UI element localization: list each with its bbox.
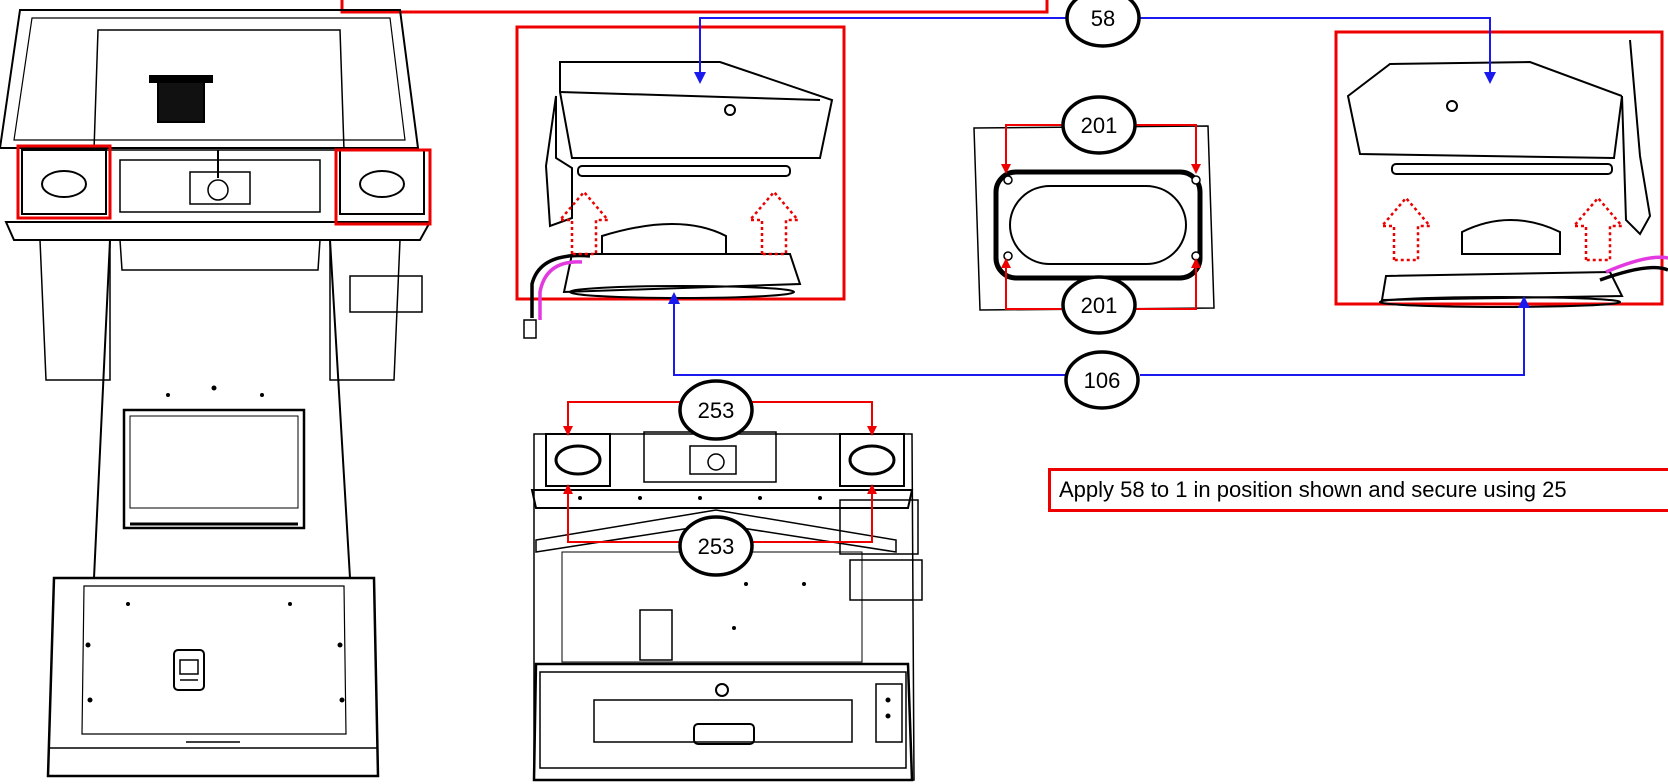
speaker-screw-leaders [1005,124,1197,310]
top-frame-partial [340,0,1049,14]
callout-253-bottom-label: 253 [698,534,735,559]
speaker-oval-icon [973,125,1215,311]
callout-58-label: 58 [1091,6,1115,31]
callout-106-label: 106 [1084,368,1121,393]
callout-201-top: 201 [1061,95,1137,155]
cabinet-screw-dots [85,385,345,703]
right-bracket-detail-frame [1334,30,1664,306]
callout-253-top: 253 [678,379,754,441]
instruction-note-text: Apply 58 to 1 in position shown and secu… [1059,477,1567,502]
callout-201-top-label: 201 [1081,113,1118,138]
left-bracket-drawing [544,61,834,299]
lower-cabinet-dots [578,496,891,719]
blue-leader-arrowheads [668,72,1530,308]
callout-253-bottom: 253 [678,515,754,577]
callout-201-bottom-label: 201 [1081,293,1118,318]
cabinet-left-speaker-highlight [16,144,112,220]
left-bracket-cable [530,253,591,320]
instruction-note: Apply 58 to 1 in position shown and secu… [1048,468,1668,512]
up-arrow-dotted-icon [557,190,801,256]
right-bracket-cable [1599,255,1668,282]
lower-red-leaders [567,401,873,543]
callout-253-top-label: 253 [698,398,735,423]
cabinet-left-view [0,9,432,778]
right-bracket-drawing [1346,39,1652,308]
callout-201-bottom: 201 [1061,275,1137,335]
left-bracket-detail-frame [515,25,846,301]
lower-red-arrowheads [563,426,877,494]
up-arrow-dotted-icon [1379,196,1625,262]
cabinet-right-speaker-highlight [334,148,432,226]
blue-leader-lines [673,17,1525,376]
lower-cabinet-view [530,431,923,782]
speaker-leader-arrowheads [1001,164,1201,268]
callout-58: 58 [1065,0,1141,48]
callout-106: 106 [1064,350,1140,410]
connector-plug-icon [523,319,537,339]
